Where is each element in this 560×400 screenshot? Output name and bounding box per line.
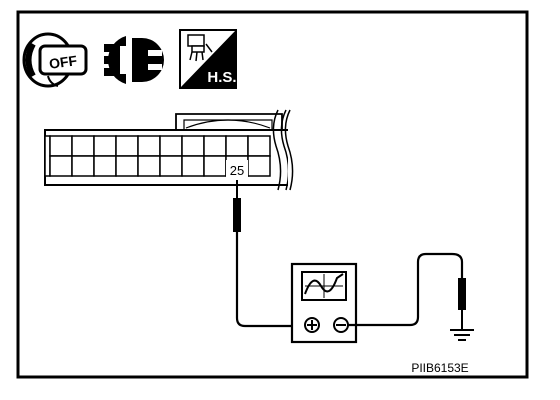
connector-break-line [272,109,282,191]
figure-id-label: PIIB6153E [411,361,468,375]
oscilloscope-icon [290,262,358,344]
figure-frame [16,10,529,379]
probe-positive [233,180,304,328]
probe-negative [348,252,466,330]
terminal-grid [49,135,271,177]
terminal-cavity [93,135,117,157]
terminal-cavity [115,155,139,177]
terminal-cavity [71,155,95,177]
terminal-number-label: 25 [230,163,244,178]
harness-connector-small-icon [187,34,213,62]
terminal-cavity [159,135,183,157]
terminal-cavity [93,155,117,177]
connector-disconnected-icon [104,36,164,84]
terminal-cavity [247,135,271,157]
terminal-cavity [49,155,73,177]
terminal-cavity [181,155,205,177]
terminal-cavity [181,135,205,157]
terminal-cavity [203,135,227,157]
harness-side-icon: H.S. [179,29,237,89]
terminal-cavity [225,135,249,157]
terminal-cavity [115,135,139,157]
terminal-cavity [247,155,271,177]
terminal-cavity [71,135,95,157]
terminal-cavity [49,135,73,157]
harness-side-label: H.S. [207,69,236,86]
ignition-key-icon: OFF [22,32,88,88]
terminal-cavity [159,155,183,177]
terminal-cavity [203,155,227,177]
terminal-cavity [137,135,161,157]
terminal-cavity [137,155,161,177]
ground-icon [450,329,474,341]
harness-connector: 25 [44,108,300,194]
ignition-position-label: OFF [48,52,78,72]
